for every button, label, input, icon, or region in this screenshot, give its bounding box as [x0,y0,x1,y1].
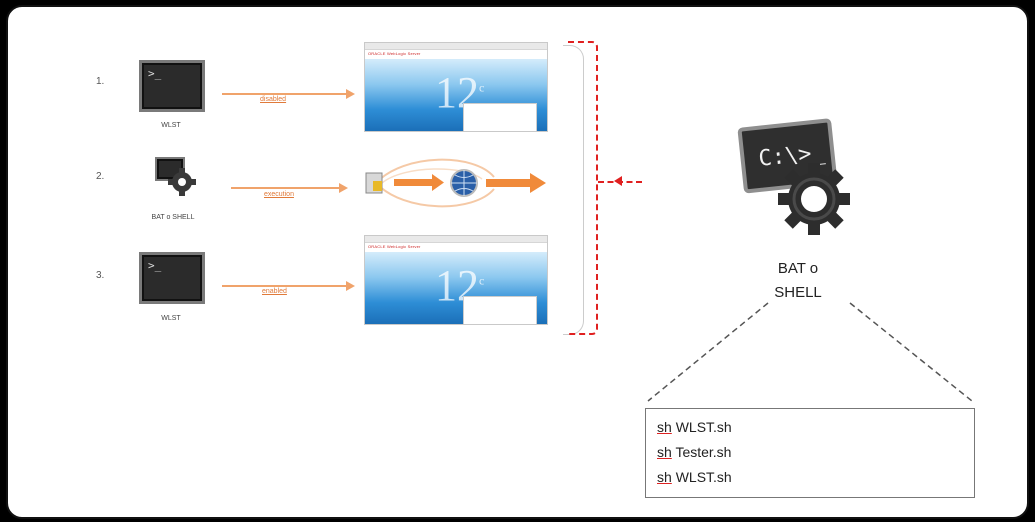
script-line-3-file: WLST.sh [675,469,732,485]
screen-1-version: 12c [435,68,485,117]
script-line-1-cmd: sh [657,419,672,435]
diagram-canvas: 1. >_ WLST disabled ORACLE WebLogic Serv… [6,5,1029,519]
step-1-action-label: disabled [260,96,287,103]
script-line-1: sh WLST.sh [646,415,974,440]
step-1-caption: WLST [161,122,181,129]
script-line-2-file: Tester.sh [675,444,732,460]
step-2-arrowhead [339,183,348,193]
step-3-arrowhead [346,281,355,291]
step-2-action-label: execution [264,191,294,198]
step-3-arrow [222,285,348,287]
step-1-arrowhead [346,89,355,99]
screen-2-brand: ORACLE WebLogic Server [368,244,421,249]
step-3-number: 3. [96,270,105,281]
bat-shell-large-icon: C:\>_ [736,111,866,241]
bat-shell-label: BAT o SHELL [748,257,848,305]
dashed-callout-lines [647,302,973,402]
execution-flow-graphic [364,147,552,219]
red-dashed-brace [568,41,598,335]
bat-shell-label-line2: SHELL [774,284,822,301]
wlst-terminal-icon: >_ [139,60,205,112]
step-1-arrow [222,93,348,95]
script-line-3-cmd: sh [657,469,672,485]
script-line-2: sh Tester.sh [646,440,974,465]
version-suffix: c [479,80,485,95]
screen-1-brand: ORACLE WebLogic Server [368,51,421,56]
weblogic-console-screenshot-2: ORACLE WebLogic Server 12c [364,235,548,325]
script-line-1-file: WLST.sh [675,419,732,435]
step-1-number: 1. [96,76,105,87]
script-line-2-cmd: sh [657,444,672,460]
step-3-caption: WLST [161,315,181,322]
script-line-3: sh WLST.sh [646,465,974,490]
version-suffix: c [479,273,485,288]
wlst-terminal-icon-2: >_ [139,252,205,304]
step-2-arrow [231,187,341,189]
bat-shell-label-line1: BAT o [777,260,819,277]
red-arrowhead [614,176,622,186]
step-2-caption: BAT o SHELL [151,214,195,221]
bat-shell-gear-icon [155,157,199,197]
step-2-number: 2. [96,171,105,182]
weblogic-console-screenshot-1: ORACLE WebLogic Server 12c [364,42,548,132]
step-3-action-label: enabled [262,288,287,295]
script-commands-box: sh WLST.sh sh Tester.sh sh WLST.sh [645,408,975,498]
